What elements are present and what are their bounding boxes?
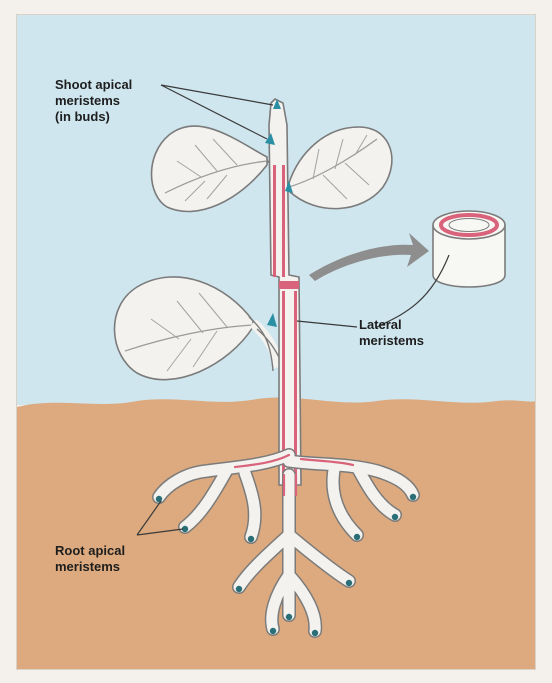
root-label-line2: meristems [55, 559, 125, 575]
lateral-label-line1: Lateral [359, 317, 424, 333]
cylinder-icon [433, 211, 505, 287]
root-apical-label: Root apical meristems [55, 543, 125, 575]
root-label-line1: Root apical [55, 543, 125, 559]
lateral-label-line2: meristems [359, 333, 424, 349]
diagram-panel: Shoot apical meristems (in buds) Lateral… [16, 14, 536, 670]
shoot-label-line1: Shoot apical [55, 77, 132, 93]
shoot-label-line3: (in buds) [55, 109, 132, 125]
lateral-meristems-label: Lateral meristems [359, 317, 424, 349]
shoot-label-line2: meristems [55, 93, 132, 109]
shoot-apical-label: Shoot apical meristems (in buds) [55, 77, 132, 125]
